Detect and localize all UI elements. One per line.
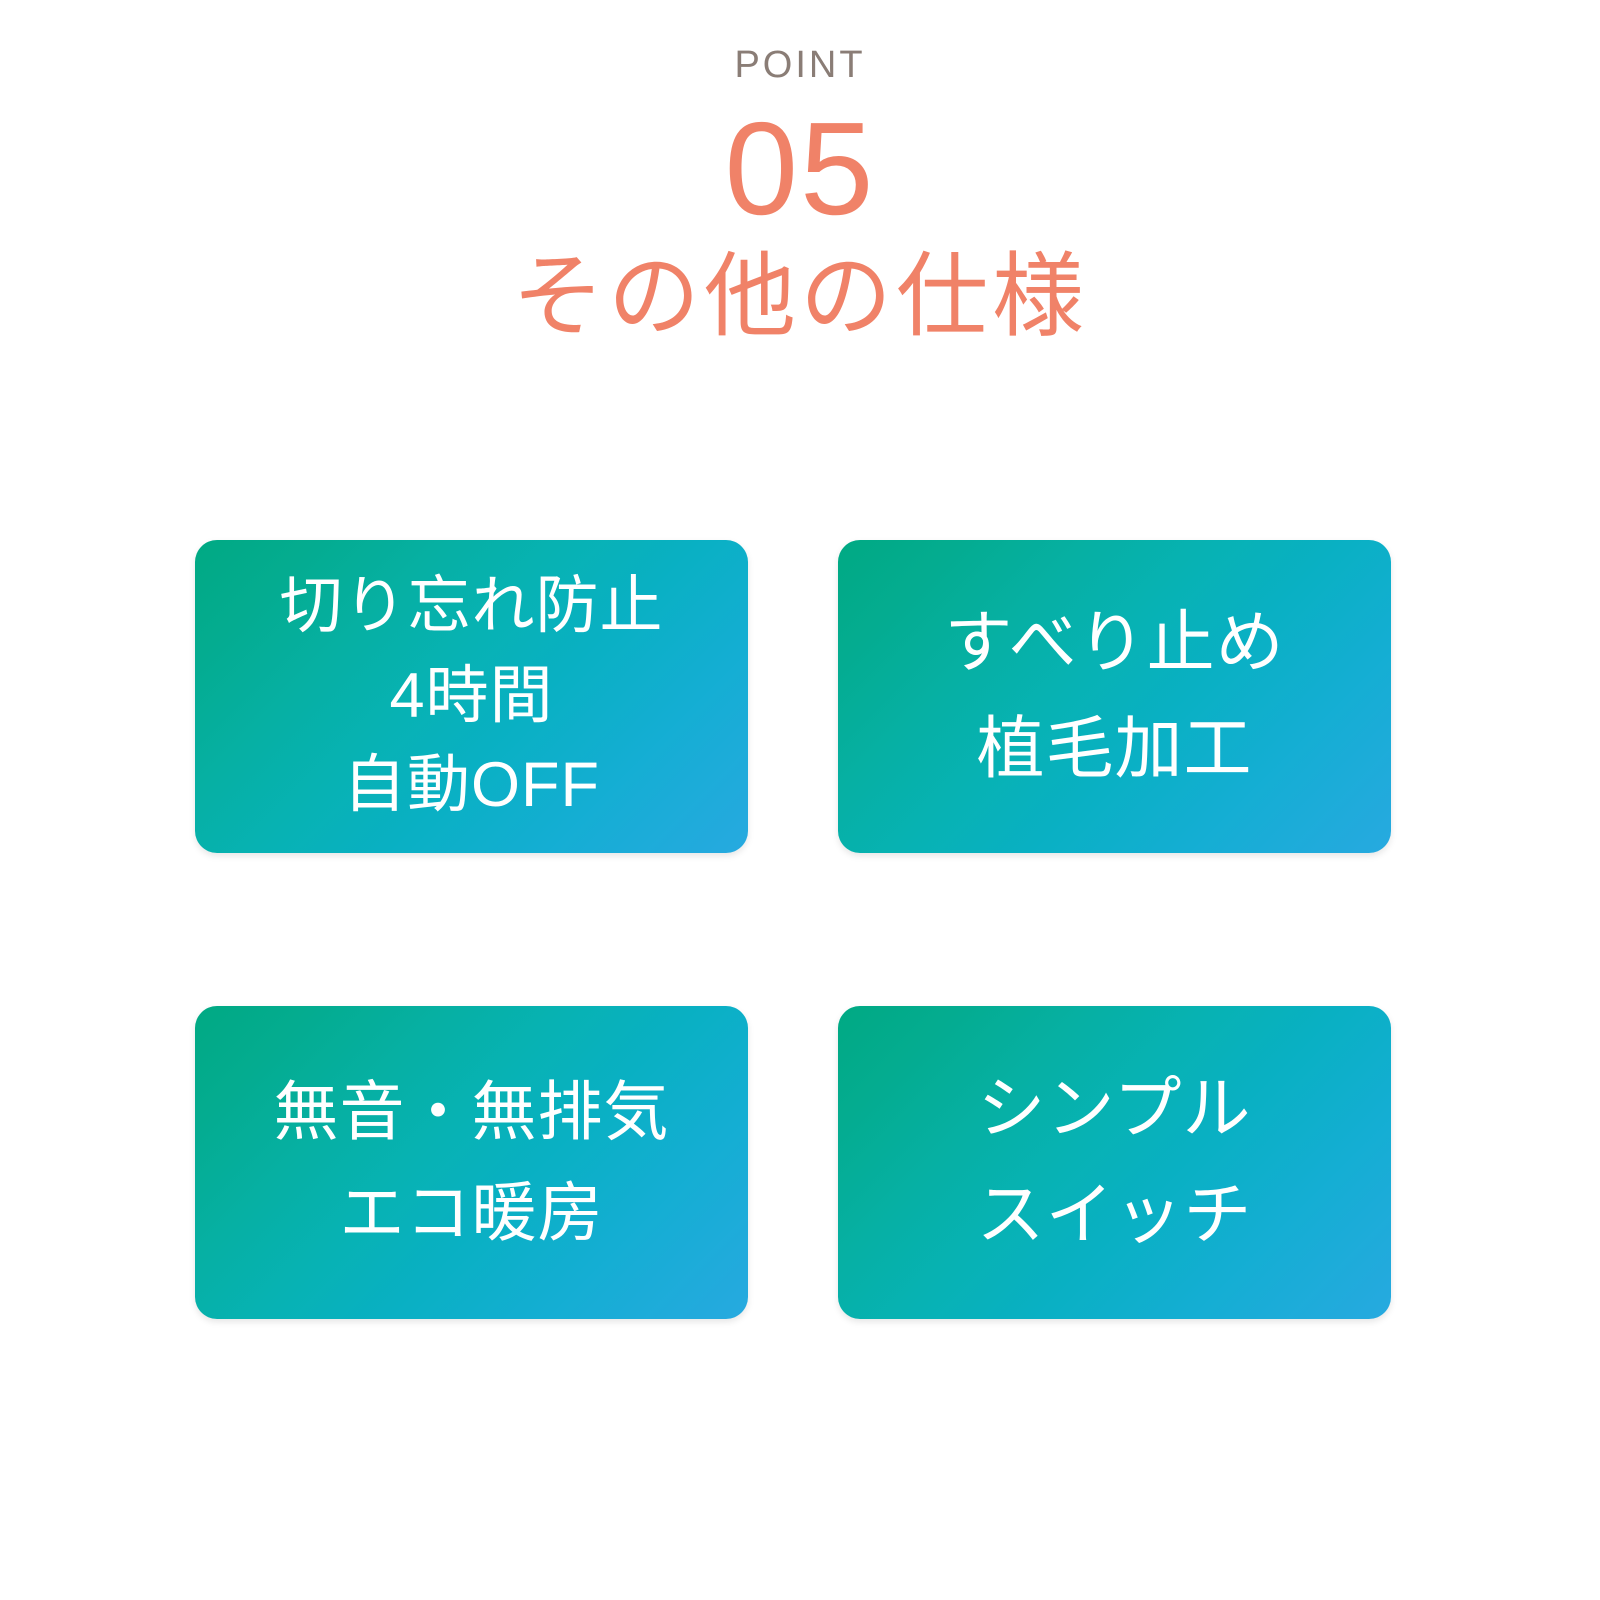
- feature-card-line: 植毛加工: [976, 710, 1253, 787]
- feature-card-line: 4時間: [389, 660, 554, 731]
- feature-card-grid: 切り忘れ防止 4時間 自動OFF すべり止め 植毛加工 無音・無排気 エコ暖房 …: [195, 540, 1391, 1319]
- feature-card-line: 無音・無排気: [273, 1074, 670, 1148]
- feature-card-line: シンプル: [977, 1071, 1252, 1148]
- feature-card-silent-eco[interactable]: 無音・無排気 エコ暖房: [195, 1006, 748, 1319]
- feature-card-auto-off[interactable]: 切り忘れ防止 4時間 自動OFF: [195, 540, 748, 853]
- point-label: POINT: [734, 44, 866, 86]
- feature-card-anti-slip[interactable]: すべり止め 植毛加工: [838, 540, 1391, 853]
- feature-card-line: すべり止め: [944, 605, 1285, 682]
- point-header: POINT 05 その他の仕様: [0, 0, 1600, 351]
- page-title: その他の仕様: [511, 246, 1088, 349]
- point-number: 05: [724, 95, 876, 242]
- feature-card-line: 自動OFF: [343, 750, 600, 821]
- feature-card-line: エコ暖房: [339, 1175, 604, 1249]
- feature-card-line: スイッチ: [976, 1176, 1253, 1253]
- feature-card-simple-switch[interactable]: シンプル スイッチ: [838, 1006, 1391, 1319]
- feature-card-line: 切り忘れ防止: [279, 571, 664, 642]
